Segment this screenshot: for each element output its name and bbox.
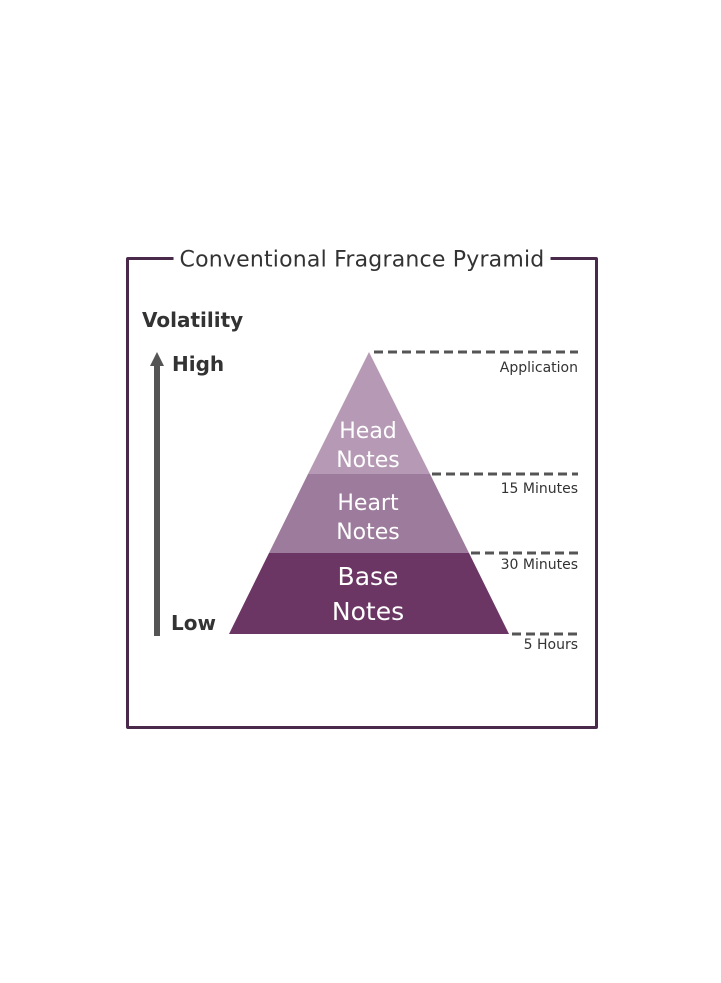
heart-notes-label-line1: Heart xyxy=(337,491,399,516)
milestone-15-minutes: 15 Minutes xyxy=(500,481,578,497)
base-notes-label-line2: Notes xyxy=(332,597,404,626)
low-label: Low xyxy=(171,611,216,635)
head-notes-label-line2: Notes xyxy=(336,448,400,473)
volatility-axis-label: Volatility xyxy=(142,308,244,332)
milestone-application: Application xyxy=(499,360,578,376)
base-notes-layer xyxy=(229,553,509,634)
milestone-30-minutes: 30 Minutes xyxy=(500,557,578,573)
base-notes-label-line1: Base xyxy=(338,562,399,591)
high-label: High xyxy=(172,352,225,376)
head-notes-label-line1: Head xyxy=(339,419,397,444)
volatility-arrow-icon xyxy=(150,352,164,636)
milestone-5-hours: 5 Hours xyxy=(523,637,578,653)
heart-notes-layer xyxy=(269,474,469,553)
head-notes-layer xyxy=(308,352,430,474)
diagram-title: Conventional Fragrance Pyramid xyxy=(173,247,551,273)
heart-notes-label-line2: Notes xyxy=(336,520,400,545)
